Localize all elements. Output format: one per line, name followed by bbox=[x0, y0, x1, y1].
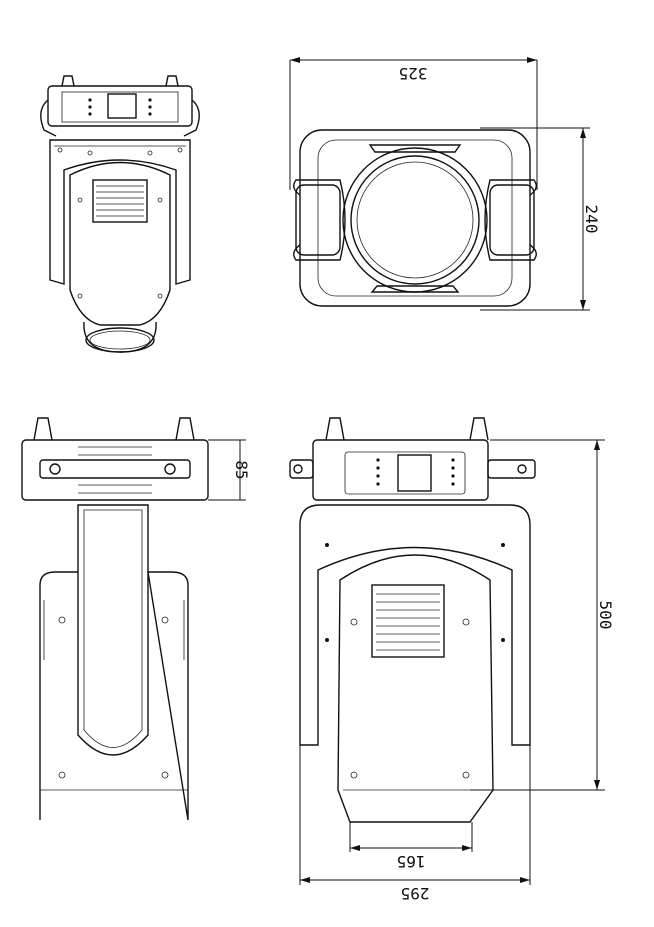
dimension-165: 165 bbox=[397, 852, 426, 871]
dimension-85: 85 bbox=[232, 460, 251, 479]
side-view: 85 bbox=[21, 417, 251, 821]
dimension-240: 240 bbox=[582, 205, 601, 234]
front-view-display: 500 165 295 bbox=[289, 417, 615, 903]
top-view: 325 240 bbox=[289, 57, 601, 311]
dimension-500: 500 bbox=[596, 601, 615, 630]
dimension-325: 325 bbox=[399, 64, 428, 83]
front-view-lens bbox=[40, 75, 200, 353]
dimension-295: 295 bbox=[401, 884, 430, 903]
